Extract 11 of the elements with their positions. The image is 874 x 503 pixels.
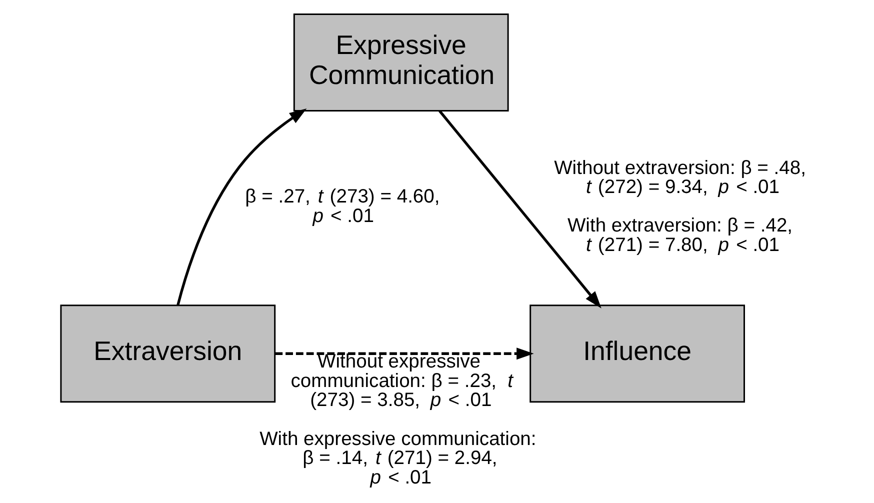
edge-label: β = .27, t (273) = 4.60, p < .01	[244, 186, 440, 228]
edge-label: With extraversion: β = .42, t (271) = 7.80, p < .01	[566, 216, 792, 256]
edge-label: With expressive communication: β = .14, t (271) = 2.94, p < .01	[259, 428, 536, 488]
node-box: Expressive Communication	[292, 13, 508, 112]
edge-label: Without extraversion: β = .48, t (272) = 9.34, p < .01	[554, 158, 806, 198]
node-box: Influence	[529, 304, 744, 403]
arrow	[274, 348, 534, 360]
edge-label: Without expressive communication: β = .23, t (273) = 3.85, p < .01	[290, 352, 513, 412]
node-box: Extraversion	[60, 304, 276, 403]
arrow	[438, 110, 601, 308]
arrow	[176, 108, 306, 306]
